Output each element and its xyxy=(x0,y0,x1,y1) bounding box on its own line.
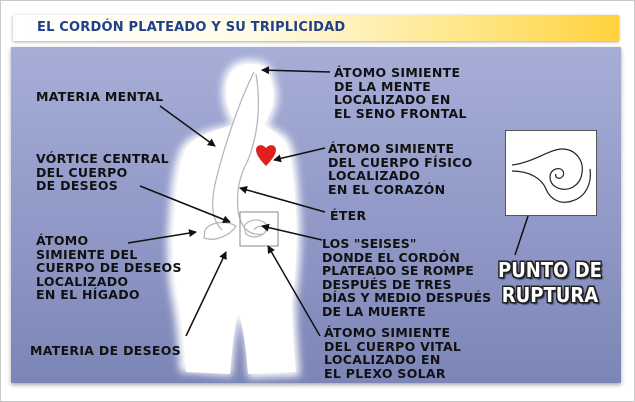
human-silhouette xyxy=(167,59,301,378)
label-atomo-vital: ÁTOMO SIMIENTE DEL CUERPO VITAL LOCALIZA… xyxy=(324,325,462,381)
spiral-icon xyxy=(511,148,591,203)
rupture-point-box xyxy=(505,130,597,216)
label-eter: ÉTER xyxy=(330,208,367,223)
label-vortice-central: VÓRTICE CENTRAL DEL CUERPO DE DESEOS xyxy=(36,151,169,193)
heart-icon xyxy=(256,145,276,166)
label-seises: LOS "SEISES" DONDE EL CORDÓN PLATEADO SE… xyxy=(322,236,492,319)
label-atomo-mente: ÁTOMO SIMIENTE DE LA MENTE LOCALIZADO EN… xyxy=(334,65,467,121)
label-punto-ruptura: PUNTO DE RUPTURA xyxy=(498,258,602,307)
label-atomo-fisico: ÁTOMO SIMIENTE DEL CUERPO FÍSICO LOCALIZ… xyxy=(328,141,473,197)
label-materia-mental: MATERIA MENTAL xyxy=(36,89,164,104)
label-atomo-deseos: ÁTOMO SIMIENTE DEL CUERPO DE DESEOS LOCA… xyxy=(36,233,182,302)
slide-title: EL CORDÓN PLATEADO Y SU TRIPLICIDAD xyxy=(37,20,346,35)
title-bar: EL CORDÓN PLATEADO Y SU TRIPLICIDAD xyxy=(13,15,619,41)
label-materia-deseos: MATERIA DE DESEOS xyxy=(30,343,181,358)
